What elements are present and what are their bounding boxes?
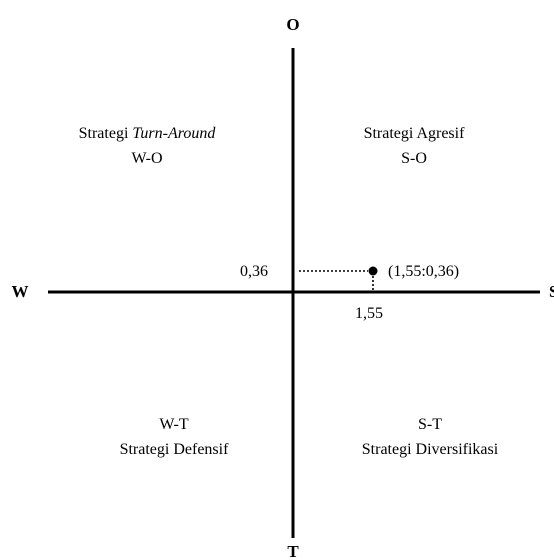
- axis-label-top: O: [286, 15, 299, 34]
- axis-label-right: S: [549, 282, 554, 301]
- quadrant-top-left-prefix: Strategi: [79, 125, 133, 142]
- quadrant-top-left-code: W-O: [131, 150, 162, 167]
- data-point-marker: [368, 266, 378, 276]
- quadrant-bottom-right-code: S-T: [418, 416, 442, 433]
- point-y-value-label: 0,36: [240, 263, 268, 280]
- quadrant-top-left-emphasis: Turn-Around: [132, 125, 216, 142]
- quadrant-top-right-title: Strategi Agresif: [364, 125, 466, 142]
- quadrant-top-left-title: Strategi Turn-Around: [79, 125, 217, 142]
- quadrant-bottom-left-title: Strategi Defensif: [120, 441, 230, 458]
- quadrant-top-right-code: S-O: [401, 150, 427, 167]
- quadrant-bottom-left-code: W-T: [159, 416, 189, 433]
- axis-label-bottom: T: [287, 542, 299, 560]
- point-coordinate-label: (1,55:0,36): [388, 263, 459, 280]
- axis-label-left: W: [12, 282, 29, 301]
- point-x-value-label: 1,55: [355, 305, 383, 322]
- quadrant-bottom-right-title: Strategi Diversifikasi: [362, 441, 499, 458]
